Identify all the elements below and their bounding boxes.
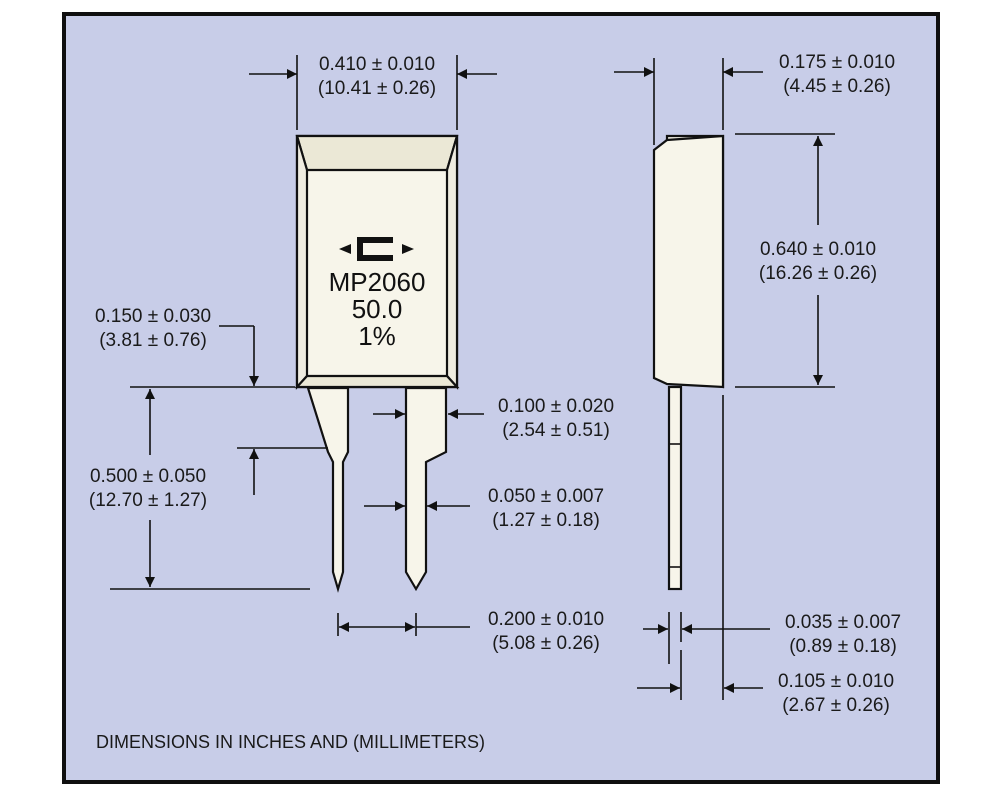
- dimension-lead-tip-width: 0.050 ± 0.007 (1.27 ± 0.18): [364, 486, 604, 531]
- lead-length-inches: 0.500 ± 0.050: [90, 466, 206, 487]
- lead-offset-inches: 0.105 ± 0.010: [778, 671, 894, 692]
- units-footnote: DIMENSIONS IN INCHES AND (MILLIMETERS): [96, 732, 485, 752]
- body-width-inches: 0.410 ± 0.010: [319, 54, 435, 75]
- lead-shoulder-inches: 0.150 ± 0.030: [95, 306, 211, 327]
- manufacturer-logo: [339, 237, 414, 261]
- diagram-frame: [62, 12, 940, 784]
- dimension-lead-width: 0.100 ± 0.020 (2.54 ± 0.51): [373, 396, 614, 441]
- lead-tip-width-inches: 0.050 ± 0.007: [488, 486, 604, 507]
- lead-length-mm: (12.70 ± 1.27): [89, 490, 207, 511]
- lead-right: [404, 386, 448, 592]
- lead-thickness-mm: (0.89 ± 0.18): [789, 636, 897, 657]
- dimension-lead-spacing: 0.200 ± 0.010 (5.08 ± 0.26): [337, 609, 604, 654]
- body-height-mm: (16.26 ± 0.26): [759, 263, 877, 284]
- lead-left: [306, 386, 350, 593]
- body-bevel-right: [445, 135, 459, 390]
- dimension-lead-offset: 0.105 ± 0.010 (2.67 ± 0.26): [637, 395, 894, 716]
- dimension-lead-thickness: 0.035 ± 0.007 (0.89 ± 0.18): [643, 612, 901, 664]
- body-bevel-left: [295, 135, 309, 390]
- dimension-body-height: 0.640 ± 0.010 (16.26 ± 0.26): [735, 133, 877, 388]
- lead-spacing-inches: 0.200 ± 0.010: [488, 609, 604, 630]
- lead-spacing-mm: (5.08 ± 0.26): [492, 633, 600, 654]
- lead-thickness-inches: 0.035 ± 0.007: [785, 612, 901, 633]
- body-thickness-mm: (4.45 ± 0.26): [783, 76, 891, 97]
- lead-width-inches: 0.100 ± 0.020: [498, 396, 614, 417]
- part-number-marking: MP2060: [329, 267, 426, 297]
- side-lead: [667, 385, 683, 591]
- side-body-outline: [652, 134, 725, 389]
- lead-offset-mm: (2.67 ± 0.26): [782, 695, 890, 716]
- tolerance-marking: 1%: [358, 321, 396, 351]
- dimension-lead-length: 0.500 ± 0.050 (12.70 ± 1.27): [89, 389, 310, 590]
- lead-width-mm: (2.54 ± 0.51): [502, 420, 610, 441]
- resistance-value-marking: 50.0: [352, 294, 403, 324]
- body-width-mm: (10.41 ± 0.26): [318, 78, 436, 99]
- dimension-body-thickness: 0.175 ± 0.010 (4.45 ± 0.26): [614, 52, 895, 145]
- dimension-body-width: 0.410 ± 0.010 (10.41 ± 0.26): [249, 54, 497, 130]
- body-thickness-inches: 0.175 ± 0.010: [779, 52, 895, 73]
- body-height-inches: 0.640 ± 0.010: [760, 239, 876, 260]
- lead-tip-width-mm: (1.27 ± 0.18): [492, 510, 600, 531]
- body-bevel-bottom: [294, 374, 460, 389]
- dimension-lead-shoulder: 0.150 ± 0.030 (3.81 ± 0.76): [95, 306, 328, 495]
- front-view: MP2060 50.0 1%: [294, 134, 460, 593]
- lead-shoulder-mm: (3.81 ± 0.76): [99, 330, 207, 351]
- body-bevel-top: [295, 134, 459, 172]
- side-view: [652, 134, 725, 591]
